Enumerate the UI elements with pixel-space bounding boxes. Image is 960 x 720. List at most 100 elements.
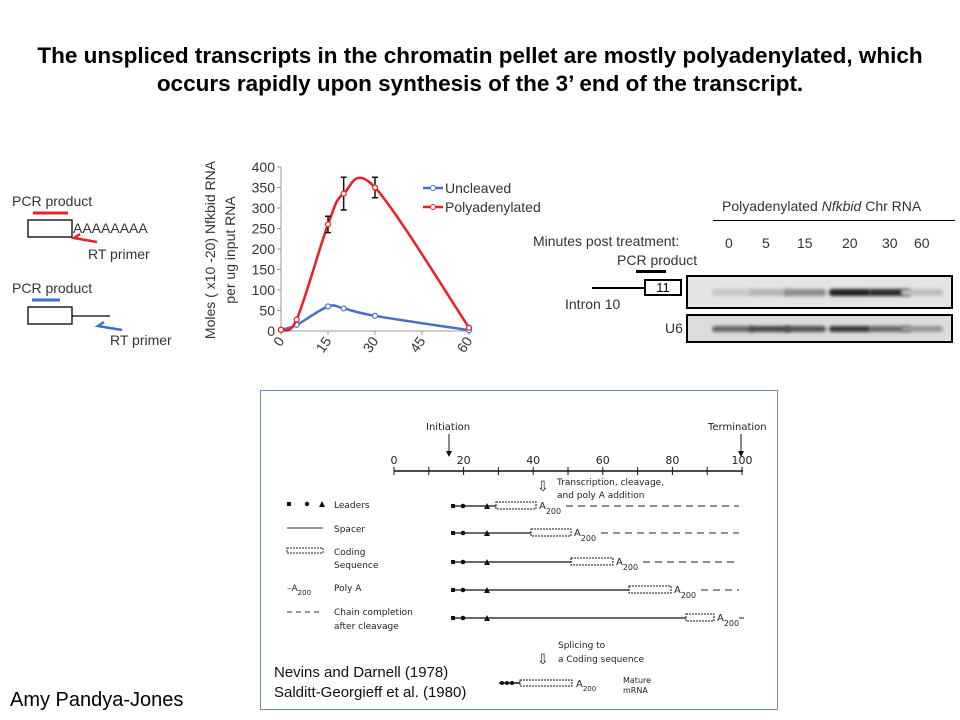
gel-band — [869, 326, 911, 332]
citations: Nevins and Darnell (1978) Salditt-Georgi… — [274, 663, 466, 703]
legend-chain: Chain completion — [334, 608, 413, 618]
step2-line2: a Coding sequence — [558, 655, 644, 665]
lane-label: 20 — [842, 235, 858, 251]
gel-header-suffix: Chr RNA — [861, 198, 922, 214]
u6-label: U6 — [665, 320, 683, 336]
transcript-row: A200 — [451, 528, 739, 543]
gel-band — [869, 289, 911, 296]
axis-tick-label: 80 — [665, 454, 679, 467]
citation-1: Nevins and Darnell (1978) — [274, 664, 449, 681]
legend-chain-2: after cleavage — [334, 622, 399, 632]
polya-label: A200 — [574, 528, 596, 543]
y-tick-label: 250 — [252, 221, 276, 237]
gel-image-nfkbid — [686, 275, 953, 309]
x-tick-label: 60 — [453, 333, 475, 355]
exon-box: 11 — [644, 279, 682, 296]
legend-polya-symbol: –A200 — [287, 584, 311, 597]
x-tick-label: 0 — [270, 333, 288, 349]
pcr-product-bar — [636, 270, 666, 273]
step2-line1: Splicing to — [558, 641, 606, 651]
gel-band — [712, 289, 754, 296]
legend-marker — [430, 185, 436, 191]
pcr-product-label-2: PCR product — [12, 280, 93, 296]
data-point — [277, 326, 285, 333]
transcription-diagram: Initiation Termination 0 20 40 60 80 100 Tran… — [286, 422, 767, 695]
data-point — [340, 190, 347, 197]
transcript-row: A200 — [451, 613, 744, 628]
legend-label: Polyadenylated — [445, 199, 541, 215]
x-tick-label: 45 — [406, 333, 428, 355]
termination-label: Termination — [707, 422, 767, 433]
minutes-label: Minutes post treatment: — [533, 233, 680, 249]
x-tick-label: 30 — [359, 333, 381, 355]
axis-tick-label: 60 — [596, 454, 610, 467]
lane-label: 15 — [797, 235, 813, 251]
pcr-product-label: PCR product — [12, 193, 93, 209]
legend-label: Uncleaved — [445, 180, 511, 196]
mature-label-2: mRNA — [623, 686, 648, 695]
y-tick-label: 300 — [252, 200, 276, 216]
legend-coding: Coding — [334, 548, 365, 558]
data-point — [324, 303, 332, 310]
polya-label: A200 — [674, 585, 696, 600]
initiation-label: Initiation — [426, 422, 470, 433]
y-tick-label: 200 — [252, 241, 276, 257]
gel-band — [784, 289, 826, 296]
termination-arrow-icon — [738, 451, 744, 457]
step1-line2: and poly A addition — [557, 491, 644, 501]
primer-diagram — [27, 211, 123, 332]
polya-label: A200 — [539, 501, 561, 516]
y-tick-label: 100 — [252, 282, 276, 298]
lane-label: 60 — [914, 235, 930, 251]
series-line-polyadenylated — [280, 176, 471, 332]
transcript-row: A200 — [451, 501, 739, 516]
data-point — [340, 305, 347, 312]
gel-band — [829, 289, 871, 296]
polya-label: A200 — [616, 557, 638, 572]
gel-band — [901, 289, 943, 296]
gel-image-u6 — [686, 314, 953, 343]
legend-marker — [430, 204, 436, 210]
polya-tail-label: AAAAAAAA — [73, 220, 148, 236]
gel-band — [829, 326, 871, 332]
gel-band — [712, 326, 754, 332]
down-arrow-icon-2: ⇩ — [537, 652, 549, 668]
svg-text:A200: A200 — [576, 679, 596, 693]
mature-label-1: Mature — [623, 676, 651, 685]
data-point — [465, 324, 473, 331]
down-arrow-icon: ⇩ — [537, 479, 549, 495]
rt-primer-label: RT primer — [88, 246, 150, 262]
transcript-row: A200 — [451, 585, 739, 600]
polya-label: A200 — [717, 613, 739, 628]
gel-band — [749, 289, 791, 296]
lane-label: 30 — [882, 235, 898, 251]
y-tick-label: 0 — [267, 323, 275, 339]
y-axis-label: Moles ( x10 -20) Nfkbid RNA per ug input… — [202, 160, 238, 340]
rt-primer-label-2: RT primer — [110, 332, 172, 348]
transcript-row: A200 — [451, 557, 739, 572]
y-tick-label: 350 — [252, 180, 276, 196]
y-tick-label: 400 — [252, 159, 276, 175]
mature-mrna: A200 — [499, 679, 596, 693]
data-point — [324, 221, 332, 228]
legend-spacer: Spacer — [334, 525, 365, 535]
header-underline — [713, 220, 955, 221]
axis-tick-label: 40 — [526, 454, 540, 467]
lane-label: 5 — [762, 235, 770, 251]
gel-pcr-label: PCR product — [617, 252, 698, 268]
intron-line — [592, 287, 644, 289]
axis-tick-label: 0 — [391, 454, 398, 467]
transcription-figure: Initiation Termination 0 20 40 60 80 100 Tran… — [260, 390, 778, 710]
data-point — [371, 184, 379, 191]
gel-band — [784, 326, 826, 332]
axis-tick-label: 100 — [732, 454, 753, 467]
step1-line1: Transcription, cleavage, — [556, 478, 664, 488]
initiation-arrow-icon — [446, 451, 452, 457]
legend-polya: Poly A — [334, 584, 362, 594]
gel-band — [901, 326, 943, 332]
x-tick-label: 15 — [312, 333, 334, 355]
legend-coding-2: Sequence — [334, 561, 379, 571]
axis-tick-label: 20 — [457, 454, 471, 467]
